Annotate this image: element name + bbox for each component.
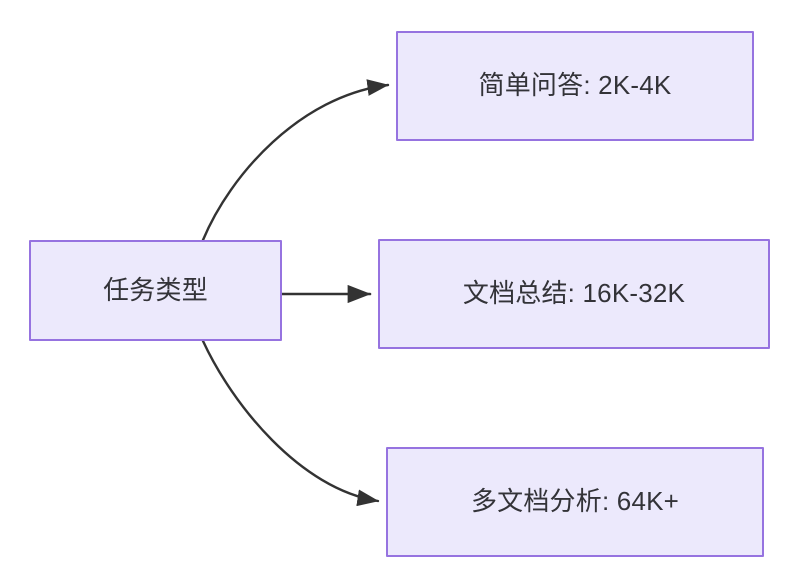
node-label: 多文档分析: 64K+: [470, 486, 680, 517]
node-label: 任务类型: [103, 274, 208, 305]
node-document-summary[interactable]: 文档总结: 16K-32K: [378, 239, 770, 349]
node-label: 简单问答: 2K-4K: [478, 70, 672, 101]
node-multi-document-analysis[interactable]: 多文档分析: 64K+: [386, 447, 764, 557]
node-label: 文档总结: 16K-32K: [462, 278, 686, 309]
node-simple-qa[interactable]: 简单问答: 2K-4K: [396, 31, 754, 141]
edge-source-to-simple: [201, 79, 390, 242]
edge-source-to-multi: [201, 339, 380, 507]
node-task-type[interactable]: 任务类型: [29, 240, 282, 341]
